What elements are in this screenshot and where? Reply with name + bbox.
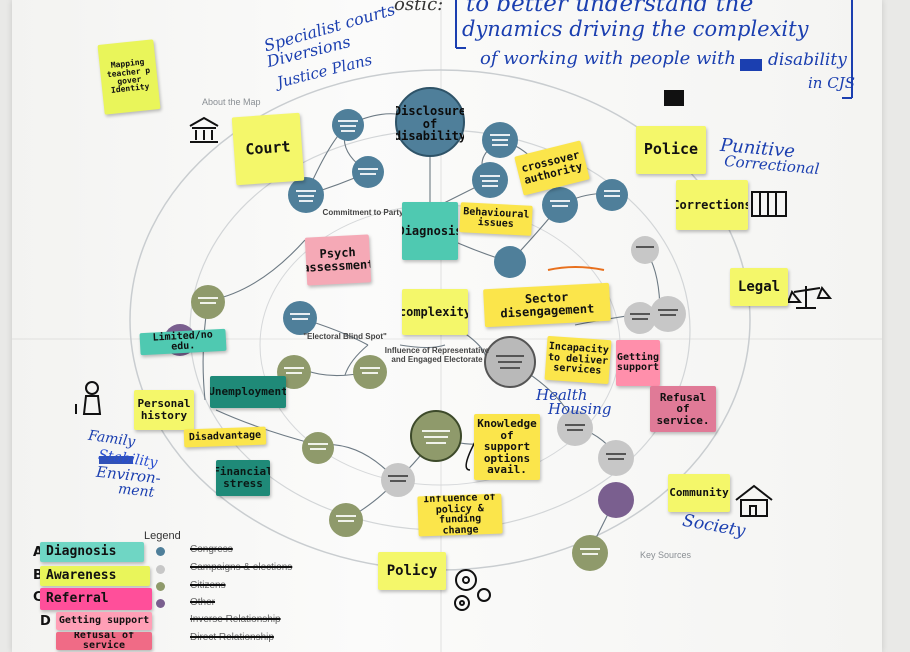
legend-campaigns: Campaigns & elections	[190, 562, 293, 573]
note-personal-history: Personal history	[134, 390, 194, 430]
house-icon	[735, 484, 773, 517]
node-congress-8	[494, 246, 526, 278]
header-line-4: disability	[768, 50, 847, 70]
prison-bars-icon	[751, 191, 787, 217]
legend-inverse: Inverse Relationship	[190, 614, 281, 625]
courthouse-icon	[189, 116, 219, 143]
note-limited-edu: Limited/no edu.	[139, 328, 227, 356]
header-line-5: in CJS	[808, 74, 855, 92]
ink-scribble-stability	[99, 456, 133, 464]
note-influence-policy: Influence of policy & funding change	[417, 493, 503, 537]
note-sector: Sector disengagement	[483, 282, 611, 328]
legend-dot-congress	[156, 547, 165, 556]
influence-label: Influence of Representative and Engaged …	[384, 346, 490, 364]
legend-note-awareness: Awareness	[40, 566, 150, 586]
note-mapping: Mapping teacher p gover Identity	[97, 39, 161, 115]
legend-citizens: Citizens	[190, 580, 226, 591]
legend-congress: Congress	[190, 544, 233, 555]
note-unemployment: Unemployment	[210, 376, 286, 408]
legend-dot-campaigns	[156, 565, 165, 574]
electoral-blind-spot-label: "Electoral Blind Spot"	[303, 332, 387, 341]
orange-scribble	[547, 266, 605, 271]
legend-letter-a: A	[33, 545, 44, 560]
legend-note-referral: Referral	[40, 588, 152, 610]
legend-other: Other	[190, 597, 216, 608]
node-campaign-4	[557, 410, 593, 446]
ink-bracket-right	[842, 0, 853, 99]
legend-note-refusal: Refusal of service	[56, 632, 152, 650]
header-line-2: dynamics driving the complexity	[462, 17, 809, 41]
paper-fold-horizontal	[12, 338, 882, 340]
note-getting-support: Getting support	[616, 340, 660, 386]
disclosure-node-label: Disclosure of disability	[396, 104, 464, 144]
legend-letter-c: C	[33, 590, 43, 605]
legend-note-diagnosis: Diagnosis	[40, 542, 144, 562]
note-behavioural: Behavioural issues	[459, 202, 533, 236]
note-police: Police	[636, 126, 706, 174]
note-incapacity: Incapacity to deliver services	[544, 335, 612, 385]
legend-dot-citizens	[156, 582, 165, 591]
ink-arrow	[465, 439, 477, 471]
note-financial: Financial stress	[216, 460, 270, 496]
ink-bracket-left	[455, 0, 466, 49]
note-complexity: complexity	[402, 289, 468, 335]
health-text: Health	[536, 386, 588, 404]
note-diagnosis: Diagnosis	[402, 202, 458, 260]
commitment-label: Commitment to Party	[322, 208, 404, 217]
gears-icon	[454, 569, 491, 611]
node-text-marks-olive	[198, 297, 600, 555]
node-campaign-1	[631, 236, 659, 264]
legend-letter-b: B	[33, 568, 43, 583]
cube-icon	[664, 90, 684, 106]
note-court: Court	[231, 112, 305, 186]
node-text-marks	[290, 120, 620, 320]
note-community: Community	[668, 474, 730, 512]
node-congress-2	[352, 156, 384, 188]
note-policy: Policy	[378, 552, 446, 590]
legend-direct: Direct Relationship	[190, 632, 274, 643]
note-knowledge: Knowledge of support options avail.	[474, 414, 540, 480]
ink-scribble-disability	[740, 59, 762, 71]
node-other-2	[598, 482, 634, 518]
node-disclosure	[395, 87, 465, 157]
node-text-marks-grey	[388, 246, 678, 482]
key-sources-label: Key Sources	[640, 550, 692, 560]
top-left-word: ostic:	[394, 0, 444, 15]
note-disadvantage: Disadvantage	[183, 426, 267, 448]
note-corrections: Corrections	[676, 180, 748, 230]
note-refusal: Refusal of service.	[650, 386, 716, 432]
note-psych: Psych assessment	[304, 234, 372, 286]
note-legal: Legal	[730, 268, 788, 306]
map-nodes	[164, 87, 686, 571]
header-line-3: of working with people with	[480, 48, 736, 69]
person-icon	[75, 381, 102, 415]
scales-icon	[786, 286, 833, 309]
legend-letter-d: D	[40, 614, 51, 629]
legend-dot-other	[156, 599, 165, 608]
legend-note-getting-support: Getting support	[56, 612, 152, 630]
housing-text: Housing	[548, 400, 612, 418]
note-mapping-line-4: Identity	[110, 82, 150, 96]
about-map-label: About the Map	[202, 97, 261, 107]
header-line-1: to better understand the	[466, 0, 754, 17]
legend-title: Legend	[144, 530, 181, 542]
